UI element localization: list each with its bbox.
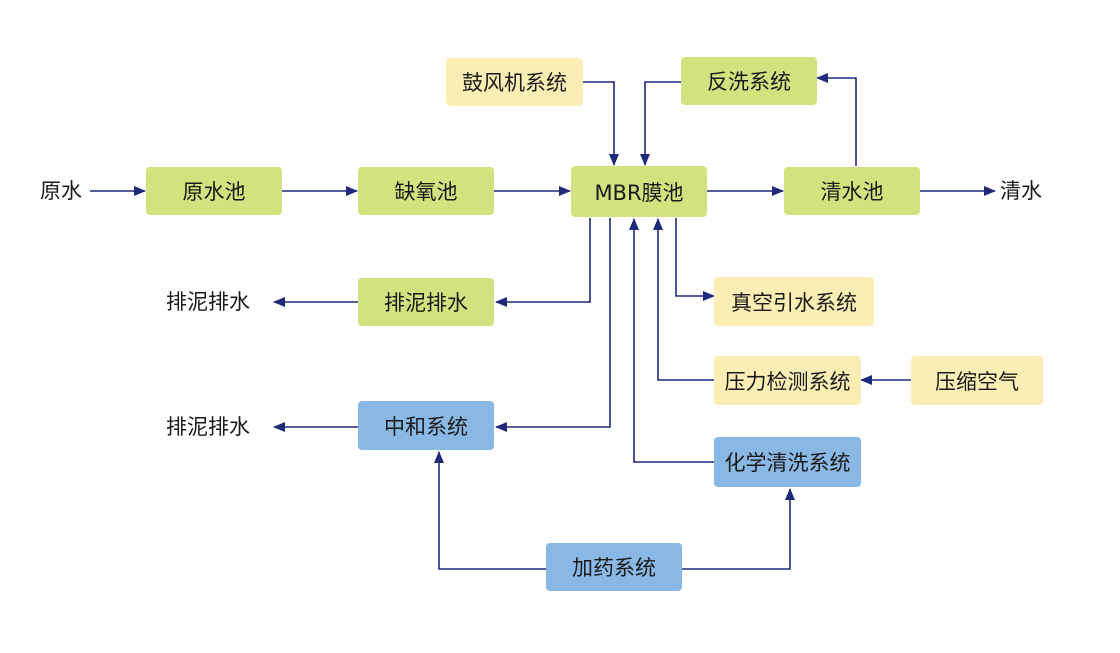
arrow-blower-to-mbr <box>583 81 619 166</box>
backwash-system-box: 反洗系统 <box>681 57 817 105</box>
sludge-drain-box: 排泥排水 <box>358 278 494 326</box>
arrow-clear-tank-to-backwash <box>816 73 857 166</box>
sludge-drain-out-label-1: 排泥排水 <box>166 290 250 314</box>
sludge-drain-out-label-2: 排泥排水 <box>166 415 250 439</box>
clear-water-tank-box: 清水池 <box>784 167 920 215</box>
mbr-tank-box: MBR膜池 <box>571 166 707 217</box>
dosing-system-box: 加药系统 <box>546 543 682 591</box>
chemical-cleaning-system-box: 化学清洗系统 <box>714 437 861 487</box>
arrow-dosing-to-chemical-cleaning <box>682 488 795 570</box>
arrow-mbr-to-neutralization <box>495 218 611 432</box>
raw-water-label: 原水 <box>40 179 82 203</box>
compressed-air-box: 压缩空气 <box>911 356 1043 405</box>
anoxic-tank-box: 缺氧池 <box>358 167 494 215</box>
clear-water-label: 清水 <box>1000 179 1042 203</box>
neutralization-system-box: 中和系统 <box>358 401 494 450</box>
blower-system-box: 鼓风机系统 <box>446 58 583 106</box>
arrow-pressure-detection-to-mbr <box>653 218 714 381</box>
arrow-backwash-to-mbr <box>640 81 681 166</box>
arrow-mbr-to-sludge-drain <box>495 218 591 307</box>
arrow-chemical-cleaning-to-mbr <box>629 218 714 463</box>
arrow-dosing-to-neutralization <box>434 451 546 570</box>
vacuum-water-system-box: 真空引水系统 <box>714 277 874 326</box>
pressure-detection-system-box: 压力检测系统 <box>714 356 861 405</box>
raw-water-tank-box: 原水池 <box>146 167 282 215</box>
arrow-mbr-to-vacuum <box>675 218 715 301</box>
